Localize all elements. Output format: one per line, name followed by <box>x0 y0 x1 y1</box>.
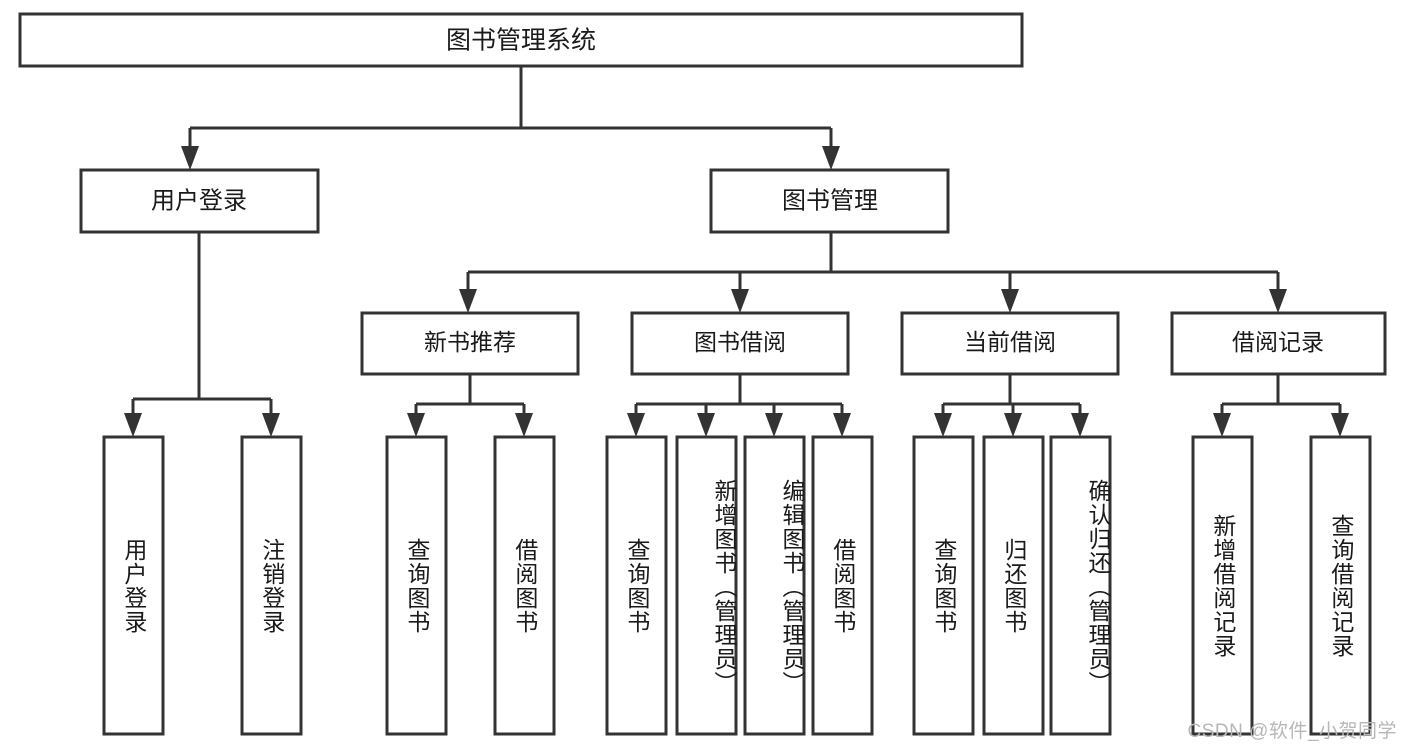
node-user-login-label: 用户登录 <box>151 187 247 214</box>
leaf-box-borrow-record-1[interactable] <box>1309 435 1372 736</box>
connector-borrowrecord-to-leaves <box>1213 374 1349 437</box>
leaf-box-user-login-1[interactable] <box>240 435 303 736</box>
node-book-management[interactable]: 图书管理 <box>709 168 950 234</box>
node-current-borrow-label: 当前借阅 <box>964 329 1056 355</box>
node-root[interactable]: 图书管理系统 <box>18 12 1024 68</box>
connector-newbook-to-leaves <box>407 374 533 437</box>
leaf-box-book-borrow-2[interactable] <box>743 435 806 736</box>
arrow-head-icon <box>1004 413 1022 437</box>
arrow-head-icon <box>262 413 280 437</box>
arrow-head-icon <box>697 413 715 437</box>
connector-currentborrow-to-leaves <box>934 374 1089 437</box>
arrow-head-icon <box>1269 289 1287 313</box>
arrow-head-icon <box>1001 289 1019 313</box>
csdn-watermark: CSDN @软件_小贺同学 <box>1187 721 1397 742</box>
leaf-box-new-book-1[interactable] <box>493 435 556 736</box>
node-new-book-recommend[interactable]: 新书推荐 <box>360 311 580 376</box>
arrow-head-icon <box>1071 413 1089 437</box>
arrow-head-icon <box>822 146 840 170</box>
leaf-box-current-borrow-1[interactable] <box>982 435 1045 736</box>
node-user-login[interactable]: 用户登录 <box>79 168 320 234</box>
arrow-head-icon <box>765 413 783 437</box>
leaf-box-book-borrow-1[interactable] <box>675 435 738 736</box>
leaf-box-user-login-0[interactable] <box>102 435 165 736</box>
arrow-head-icon <box>1331 413 1349 437</box>
leaf-box-new-book-0[interactable] <box>385 435 448 736</box>
connector-bookborrow-to-leaves <box>627 374 851 437</box>
leaf-box-book-borrow-0[interactable] <box>605 435 668 736</box>
node-borrow-record[interactable]: 借阅记录 <box>1170 311 1387 376</box>
leaf-box-borrow-record-0[interactable] <box>1191 435 1254 736</box>
connector-userlogin-to-leaves <box>124 232 280 437</box>
arrow-head-icon <box>934 413 952 437</box>
leaf-box-book-borrow-3[interactable] <box>811 435 874 736</box>
leaf-box-current-borrow-2[interactable] <box>1049 435 1112 736</box>
node-borrow-record-label: 借阅记录 <box>1232 329 1324 355</box>
arrow-head-icon <box>124 413 142 437</box>
arrow-head-icon <box>731 289 749 313</box>
connector-root-to-level2 <box>181 66 840 170</box>
node-book-borrow[interactable]: 图书借阅 <box>630 311 850 376</box>
node-book-management-label: 图书管理 <box>782 187 878 214</box>
arrow-head-icon <box>833 413 851 437</box>
connector-bookmgmt-to-level3 <box>459 232 1287 313</box>
arrow-head-icon <box>459 289 477 313</box>
arrow-head-icon <box>515 413 533 437</box>
arrow-head-icon <box>181 146 199 170</box>
arrow-head-icon <box>1213 413 1231 437</box>
node-root-label: 图书管理系统 <box>446 27 596 55</box>
node-current-borrow[interactable]: 当前借阅 <box>900 311 1120 376</box>
node-new-book-recommend-label: 新书推荐 <box>424 329 516 355</box>
node-book-borrow-label: 图书借阅 <box>694 329 786 355</box>
arrow-head-icon <box>627 413 645 437</box>
arrow-head-icon <box>407 413 425 437</box>
leaf-box-current-borrow-0[interactable] <box>912 435 975 736</box>
